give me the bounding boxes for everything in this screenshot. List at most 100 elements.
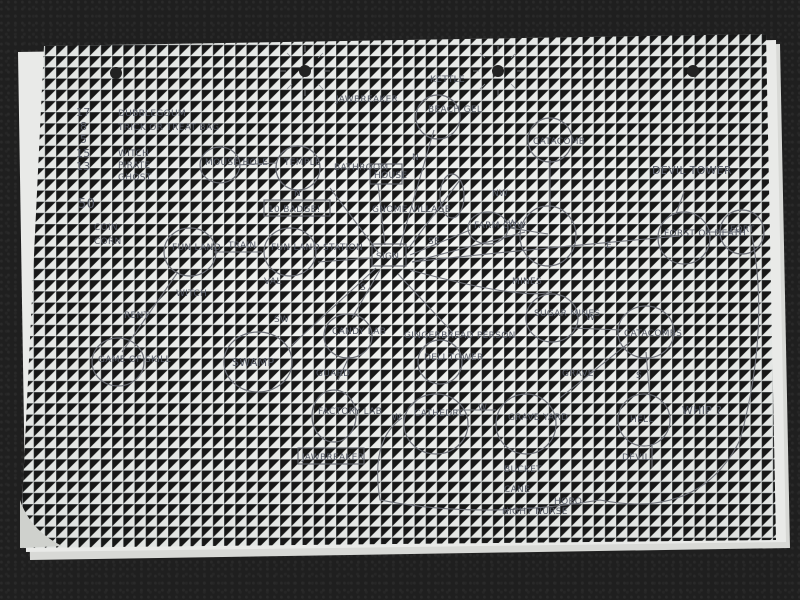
punch-holes (110, 65, 699, 79)
node-sign[interactable]: SIGN (371, 243, 407, 267)
note-coin: COIN (94, 223, 118, 233)
catacombs-label: CATACOMBS (624, 329, 682, 339)
node-unnamed-oval[interactable] (439, 173, 465, 219)
witch-edge-label: WITCH (176, 289, 207, 299)
mines-label: MINES (512, 277, 542, 287)
cane-label: CANE (504, 485, 530, 495)
node-fun-land[interactable]: FUN LAND (163, 227, 221, 277)
note-text-5: PIRATE (118, 161, 150, 171)
note-number-2: 8 (80, 120, 87, 133)
note-text-4: WITCH (118, 149, 149, 159)
sign-label: SIGN (376, 252, 399, 262)
node-sugar-mines[interactable]: SUGAR MINES (525, 293, 600, 343)
note-number-5: 13 (76, 160, 91, 173)
note-text-6: GHOST (118, 173, 152, 183)
node-candy-lab[interactable]: CANDY LAB (323, 313, 386, 359)
hobo-label: HOBO (554, 497, 582, 507)
mouse-hole-label: MOUSE HOLE (205, 158, 268, 168)
node-fun-land-station[interactable]: FUN LAND STATION (263, 227, 363, 277)
factory-lab-label: FACTORY LAB (318, 407, 382, 417)
fun-land-station-label: FUN LAND STATION (271, 243, 363, 253)
guard-label: GUARD (316, 369, 350, 379)
s-hell-label: S (636, 371, 642, 381)
node-deli-tower[interactable]: DELI TOWER (417, 339, 484, 385)
gnome-village-label: GNOME VILLAGE (372, 205, 451, 215)
sw-label: SW (274, 315, 289, 325)
w-sugar-label: W (586, 313, 595, 323)
node-factory-lab[interactable]: FACTORY LAB (311, 389, 382, 443)
edges (121, 129, 760, 511)
val-label: VAL (264, 277, 282, 287)
se-label: SE (428, 237, 440, 247)
fun-land-label: FUN LAND (172, 243, 221, 253)
swamp-label: SWAMP (232, 356, 274, 369)
edge-labels: TRAIN RENT WITCH N N NW W SE E MINES S S… (124, 153, 642, 423)
jawbreaker-top-label: JAWBREAKER (335, 95, 398, 105)
rent-label: RENT (124, 311, 150, 321)
paper-sheet (20, 34, 776, 548)
s-top-label: S (360, 283, 366, 293)
bathroom-label: BATHROOM (334, 163, 388, 173)
node-game-of-skill[interactable]: GAME OF SKILL (91, 337, 171, 387)
night-nurse-label: NIGHT NURSE (502, 507, 568, 517)
hell-label: HELL (630, 415, 654, 425)
temple-label: TEMPLE (283, 158, 321, 168)
game-of-skill-label: GAME OF SKILL (98, 355, 171, 365)
fort-label: FORT (730, 225, 755, 235)
node-cathedral[interactable]: CATHEDRL (403, 393, 469, 455)
node-forest-of-death[interactable]: FORST OF DEATH (657, 211, 746, 265)
node-swamp[interactable]: SWAMP (223, 331, 293, 393)
nw-label: NW (492, 189, 508, 199)
note-score: 50 (78, 197, 95, 212)
house-label: HOUSE (374, 171, 407, 181)
node-fort[interactable]: FORT (719, 209, 765, 255)
node-farm-cow[interactable]: FARM COW (467, 211, 526, 245)
deli-tower-label: DELI TOWER (424, 353, 484, 363)
node-mouse-hole[interactable]: MOUSE HOLE (199, 146, 268, 184)
note-number-3: 5 (80, 133, 87, 146)
n-label: N (412, 153, 419, 163)
grave-label: GRAVE (562, 369, 594, 379)
note-corn: CORN (94, 237, 122, 247)
w-cath-label: W (478, 403, 487, 413)
forest-of-death-label: FORST OF DEATH (664, 229, 746, 239)
node-house[interactable]: HOUSE (369, 163, 407, 185)
note-number-1: 17 (76, 106, 91, 119)
kettle-label: KETTLE (430, 75, 465, 85)
node-badge[interactable]: 10 BADGE! (263, 199, 331, 217)
bucket-label: BUCKET (504, 465, 542, 475)
farm-cow-label: FARM COW (474, 221, 526, 231)
catacomb-top-label: CATACOMB (533, 137, 585, 147)
node-bathroom[interactable]: BATHROOM (334, 163, 388, 173)
node-gnome-village[interactable]: GNOME VILLAGE (372, 205, 451, 215)
beach-gel-label: BEACH GEL (428, 105, 482, 115)
whip-label: WHIP ? (682, 404, 722, 417)
node-temple[interactable]: TEMPLE (275, 145, 321, 191)
node-jawbreaker-box[interactable]: JAWBREAKER (297, 447, 365, 465)
node-mines-hub[interactable] (519, 205, 577, 267)
jawbreaker-box-label: JAWBREAKER (301, 453, 364, 463)
candy-lab-label: CANDY LAB (332, 327, 386, 337)
node-hell[interactable]: HELL (617, 393, 671, 447)
devil-label: DEVIL (622, 453, 650, 463)
node-catacomb-top[interactable]: CATACOMB (527, 117, 585, 163)
note-text-1: DUBBLEGOUM (118, 109, 186, 119)
curled-corner (20, 500, 62, 548)
devil-tower-label: DEVIL TOWER (652, 164, 732, 177)
cathedral-label: CATHEDRL (414, 409, 464, 419)
note-number-4: 15 (76, 147, 91, 160)
node-beach-gel[interactable]: BEACH GEL (415, 94, 482, 140)
w-farm-label: W (508, 219, 517, 229)
gingerbread-person-label: GINGERBREAD PERSON (404, 331, 516, 341)
note-text-2: TRICK OR TREAT BAG (117, 123, 219, 133)
node-devil-tower[interactable]: DEVIL TOWER (652, 164, 732, 177)
sugar-mines-label: SUGAR MINES (534, 309, 600, 319)
train-label: TRAIN (227, 241, 256, 251)
badge-label: 10 BADGE! (268, 205, 321, 215)
node-catacombs[interactable]: CATACOMBS (617, 305, 682, 359)
node-graveyard[interactable]: GRAVE YARD (495, 393, 568, 455)
sun-doodles (280, 46, 523, 96)
n-temple-label: N (294, 189, 301, 199)
w-left-label: W (392, 413, 401, 423)
